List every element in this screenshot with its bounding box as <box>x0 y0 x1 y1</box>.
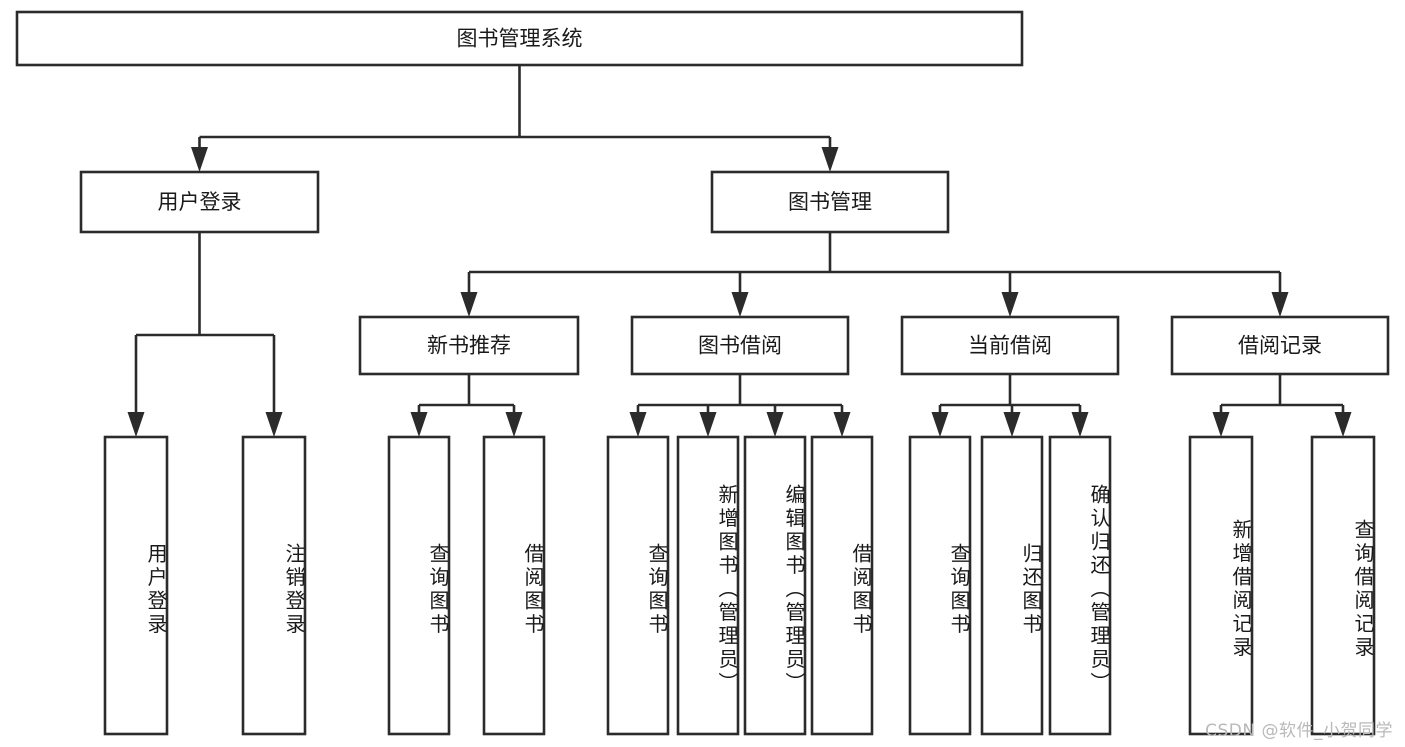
boxes-layer <box>15 10 1390 736</box>
arrow-head-icon <box>766 412 784 437</box>
level3-node-box[interactable] <box>900 315 1120 376</box>
level3-node-label: 新书推荐 <box>427 334 511 358</box>
level3-node-label: 借阅记录 <box>1238 334 1322 358</box>
arrow-head-icon <box>1003 412 1021 437</box>
level2-node-label: 用户登录 <box>158 190 242 214</box>
leaf-node-box[interactable] <box>1048 435 1112 736</box>
arrow-head-icon <box>265 412 283 437</box>
arrow-head-icon <box>410 412 428 437</box>
root-node-box[interactable] <box>15 10 1024 67</box>
arrow-head-icon <box>505 412 523 437</box>
csdn-watermark: CSDN @软件_小贺同学 <box>1205 721 1393 741</box>
arrow-head-icon <box>821 147 839 172</box>
level2-node-box[interactable] <box>710 170 950 234</box>
leaf-node-box[interactable] <box>743 435 807 736</box>
arrow-head-icon <box>191 147 208 172</box>
level3-node-box[interactable] <box>1170 315 1390 376</box>
arrow-head-icon <box>460 292 478 317</box>
arrow-head-icon <box>1334 412 1352 437</box>
arrow-head-icon <box>731 292 749 317</box>
arrow-head-icon <box>1001 292 1019 317</box>
level3-node-box[interactable] <box>630 315 850 376</box>
leaf-node-box[interactable] <box>606 435 670 736</box>
arrow-head-icon <box>931 412 949 437</box>
leaf-node-box[interactable] <box>482 435 546 736</box>
root-node-label: 图书管理系统 <box>457 27 583 51</box>
level3-node-label: 图书借阅 <box>698 334 782 358</box>
leaf-node-box[interactable] <box>1188 435 1254 736</box>
leaf-node-box[interactable] <box>980 435 1044 736</box>
arrow-head-icon <box>127 412 145 437</box>
leaf-node-box[interactable] <box>810 435 874 736</box>
connectors-layer <box>127 65 1352 437</box>
arrow-head-icon <box>699 412 717 437</box>
level2-node-box[interactable] <box>79 170 320 234</box>
arrow-head-icon <box>1212 412 1230 437</box>
leaf-node-box[interactable] <box>103 435 169 736</box>
leaf-node-box[interactable] <box>387 435 451 736</box>
level3-node-label: 当前借阅 <box>968 334 1052 358</box>
leaf-node-box[interactable] <box>676 435 740 736</box>
arrow-head-icon <box>833 412 851 437</box>
arrow-head-icon <box>1271 292 1289 317</box>
level2-node-label: 图书管理 <box>788 190 872 214</box>
arrow-head-icon <box>1071 412 1089 437</box>
leaf-node-box[interactable] <box>241 435 307 736</box>
arrow-head-icon <box>629 412 647 437</box>
leaf-node-box[interactable] <box>1310 435 1376 736</box>
level3-node-box[interactable] <box>358 315 580 376</box>
leaf-node-box[interactable] <box>908 435 972 736</box>
